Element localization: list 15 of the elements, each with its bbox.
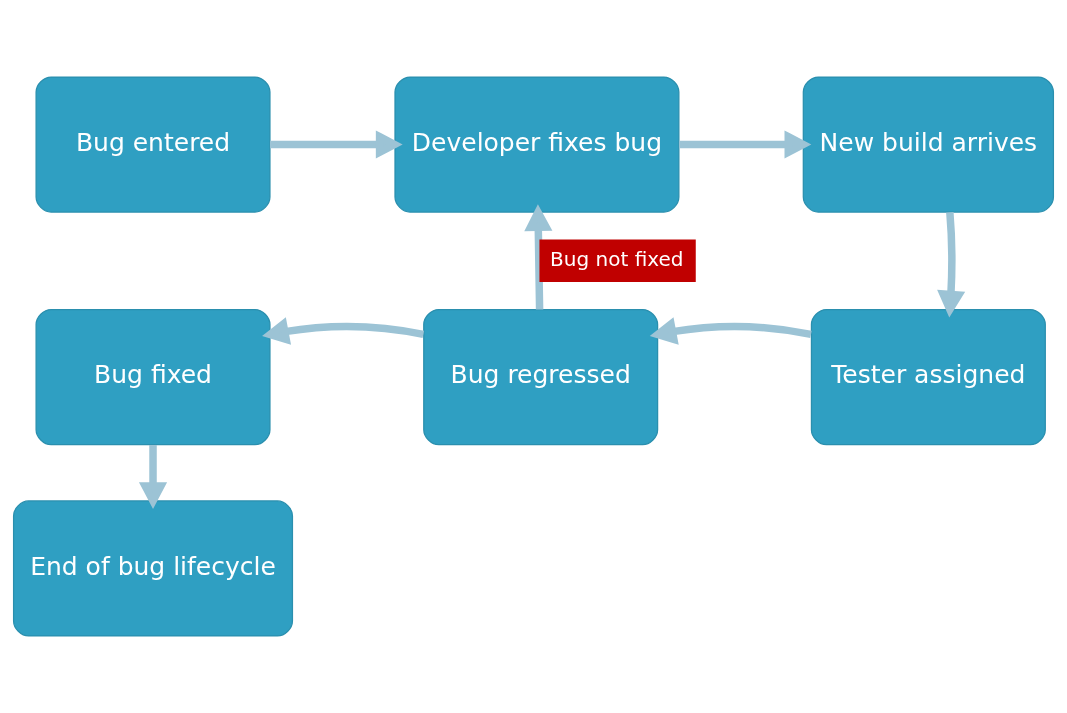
- arrow: [270, 130, 403, 159]
- node-box: New build arrives: [802, 76, 1055, 213]
- node-box: End of bug lifecycle: [12, 500, 294, 637]
- arrow: [262, 317, 425, 345]
- arrow: [679, 130, 812, 159]
- arrow: [138, 444, 168, 509]
- node-box: Bug fixed: [35, 308, 271, 446]
- node-box: Tester assigned: [810, 308, 1046, 446]
- node-box: Developer fixes bug: [394, 76, 680, 213]
- node-box: Bug regressed: [423, 308, 659, 446]
- arrow: [524, 204, 553, 310]
- node-box: Bug entered: [35, 76, 271, 213]
- arrow: [937, 212, 966, 318]
- edge-label: Bug not fixed: [550, 246, 684, 271]
- arrow: [649, 317, 812, 345]
